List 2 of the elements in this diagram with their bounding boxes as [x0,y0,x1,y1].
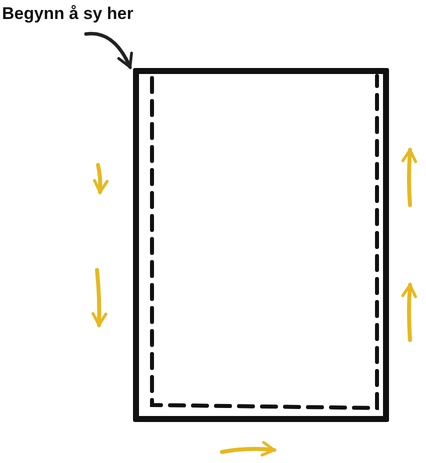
instruction-text: Begynn å sy her [2,4,152,28]
arrow [84,32,133,69]
